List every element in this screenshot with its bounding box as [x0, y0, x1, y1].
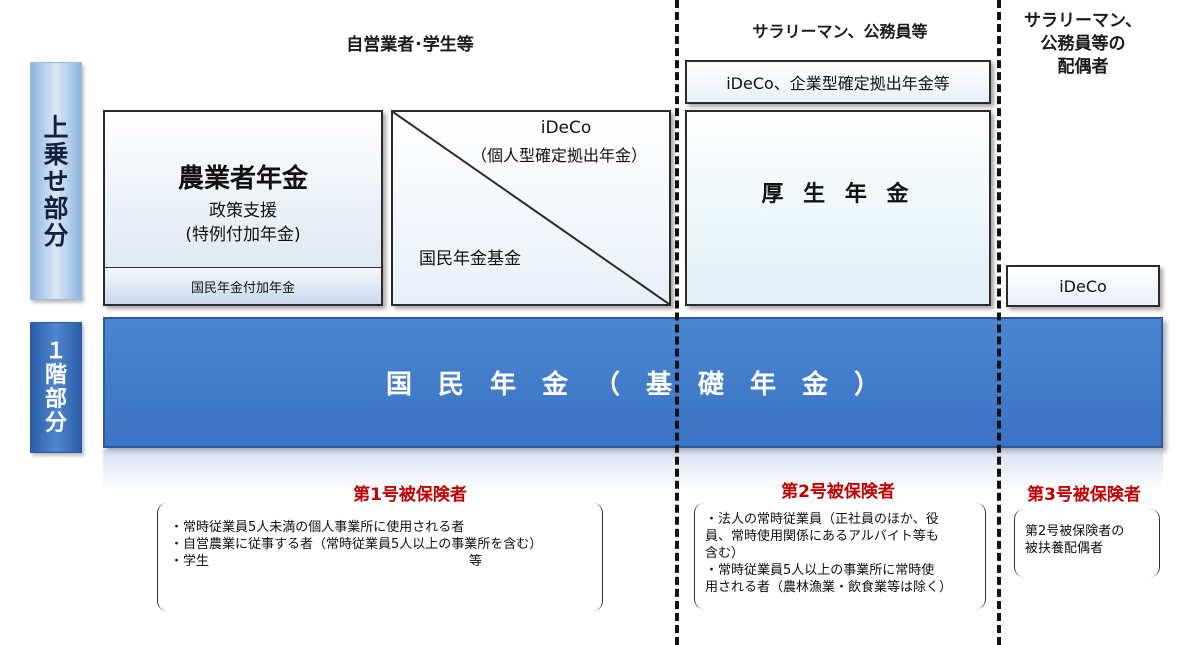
note-line: 含む） [705, 546, 745, 561]
note-line: ・法人の常時従業員（正社員のほか、役 [705, 512, 939, 527]
side-label-lower-char: １ [44, 338, 67, 364]
ideco-label: iDeCo [540, 118, 592, 138]
employee-dc-box: iDeCo、企業型確定拠出年金等 [685, 60, 991, 104]
side-label-upper-char: 乗 [43, 139, 69, 169]
side-label-upper-char: 分 [43, 220, 69, 250]
national-pension-base-label: 国民年金（基礎年金） [385, 370, 906, 400]
ideco-fund-box: iDeCo （個人型確定拠出年金） 国民年金基金 [391, 110, 671, 306]
insured-no2-label: 第2号被保険者 [781, 482, 895, 502]
col1-header: 自営業者･学生等 [346, 35, 474, 55]
side-label-lower-char: 階 [44, 362, 67, 388]
spouse-ideco-label: iDeCo [1059, 276, 1107, 296]
note-line: ・常時従業員5人以上の事業所に常時使 [705, 563, 935, 578]
note-line: 第2号被保険者の [1025, 524, 1125, 539]
divider-line-2 [997, 0, 1001, 645]
ideco-full-label: （個人型確定拠出年金） [470, 146, 647, 165]
col3-header: サラリーマン、 公務員等の 配偶者 [1003, 10, 1163, 79]
insured-no1-notes: ・常時従業員5人未満の個人事業所に使用される者 ・自営農業に従事する者（常時従業… [157, 503, 603, 611]
side-label-upper-char: 上 [43, 112, 69, 142]
insured-no1-label: 第1号被保険者 [353, 485, 467, 505]
employee-dc-label: iDeCo、企業型確定拠出年金等 [726, 74, 950, 93]
side-label-upper: 上 乗 せ 部 分 [30, 62, 82, 300]
insured-no3-notes: 第2号被保険者の 被扶養配偶者 [1014, 509, 1160, 577]
diagonal-divider [393, 112, 669, 304]
note-line: ・常時従業員5人未満の個人事業所に使用される者 [170, 520, 465, 535]
col3-header-line3: 配偶者 [1057, 57, 1109, 77]
farmer-pension-title: 農業者年金 [177, 164, 308, 194]
base-band-reflection [103, 450, 1163, 490]
national-pension-additional-label: 国民年金付加年金 [190, 280, 295, 296]
national-pension-base-band: 国民年金（基礎年金） [103, 317, 1163, 448]
col3-header-line2: 公務員等の [1040, 34, 1126, 54]
note-line: ・自営農業に従事する者（常時従業員5人以上の事業所を含む） [170, 537, 543, 552]
side-label-lower: １ 階 部 分 [30, 322, 82, 453]
national-pension-fund-label: 国民年金基金 [419, 249, 521, 269]
farmer-pension-sub2: (特例付加年金) [185, 225, 301, 245]
note-line: 員、常時使用関係にあるアルバイト等も [705, 529, 939, 544]
note-line: 被扶養配偶者 [1025, 541, 1104, 556]
side-label-lower-char: 部 [44, 386, 67, 412]
divider-line-1 [675, 0, 679, 645]
col2-header: サラリーマン、公務員等 [752, 22, 928, 41]
note-line: 用される者（農林漁業・飲食業等は除く） [705, 580, 953, 595]
side-label-upper-char: 部 [43, 193, 69, 223]
farmer-pension-box: 農業者年金 政策支援 (特例付加年金) 国民年金付加年金 [103, 110, 383, 306]
col3-header-line1: サラリーマン、 [1024, 11, 1142, 31]
note-line: ・学生 等 [170, 554, 483, 569]
insured-no3-label: 第3号被保険者 [1027, 485, 1141, 505]
side-label-lower-char: 分 [44, 410, 67, 436]
side-label-upper-char: せ [43, 166, 69, 196]
kosei-nenkin-box: 厚 生 年 金 [685, 110, 991, 306]
kosei-nenkin-label: 厚 生 年 金 [761, 182, 915, 207]
insured-no2-notes: ・法人の常時従業員（正社員のほか、役 員、常時使用関係にあるアルバイト等も 含む… [694, 503, 986, 609]
national-pension-additional: 国民年金付加年金 [105, 267, 381, 304]
farmer-pension-sub1: 政策支援 [209, 201, 277, 221]
spouse-ideco-box: iDeCo [1006, 265, 1160, 307]
